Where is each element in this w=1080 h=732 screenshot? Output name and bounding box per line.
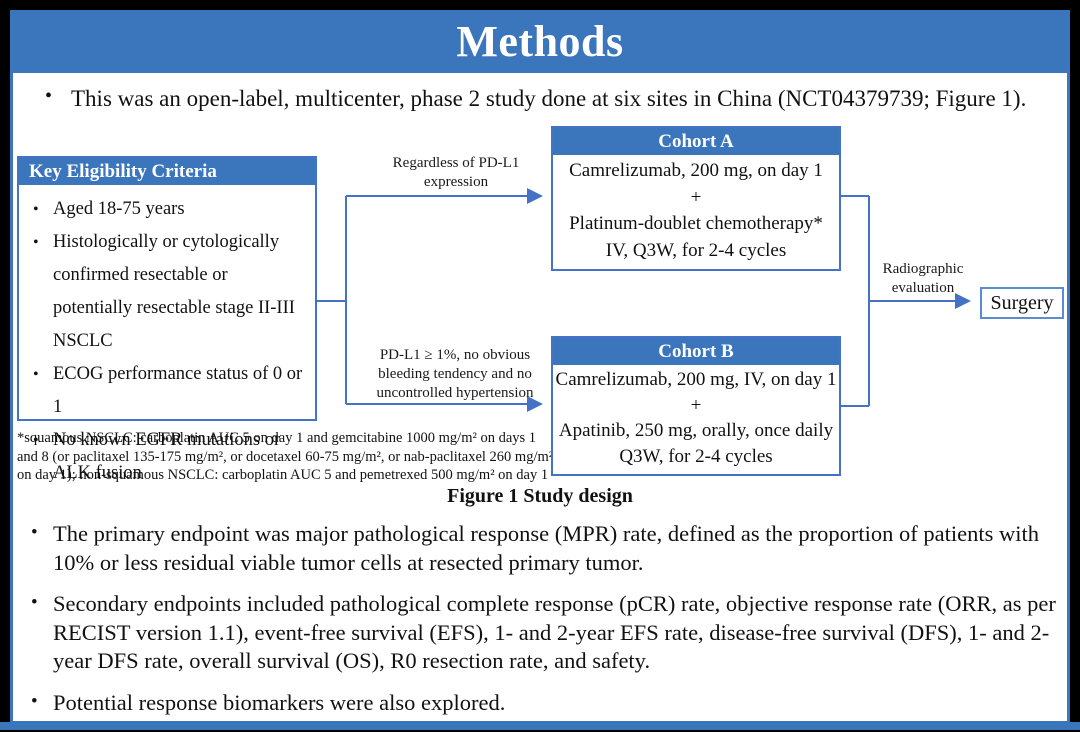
cohort-b-line: Camrelizumab, 200 mg, IV, on day 1	[555, 368, 837, 390]
cohort-b-body: Camrelizumab, 200 mg, IV, on day 1 + Apa…	[553, 365, 839, 472]
cohort-a-header: Cohort A	[553, 128, 839, 155]
bullet-dot-icon: •	[45, 85, 53, 107]
figure-caption: Figure 1 Study design	[447, 485, 633, 507]
eligibility-item: Histologically or cytologically confirme…	[19, 226, 311, 358]
cohort-b-line: Apatinib, 250 mg, orally, once daily	[558, 420, 834, 442]
branch-label-cohort-b: PD-L1 ≥ 1%, no obvious bleeding tendency…	[376, 347, 534, 401]
cohort-b-box: Cohort B Camrelizumab, 200 mg, IV, on da…	[551, 336, 841, 476]
eligibility-item: No known EGFR mutations or ALK fusion	[19, 424, 311, 490]
cohort-a-line: Platinum-doublet chemotherapy*	[569, 213, 823, 235]
surgery-box: Surgery	[980, 287, 1064, 319]
eligibility-list: Aged 18-75 years Histologically or cytol…	[19, 185, 315, 490]
cohort-a-line: Camrelizumab, 200 mg, on day 1	[569, 159, 823, 181]
cohort-a-line: IV, Q3W, for 2-4 cycles	[605, 240, 787, 262]
bullet-primary-endpoint: The primary endpoint was major pathologi…	[27, 519, 1061, 577]
intro-bullet: • This was an open-label, multicenter, p…	[41, 84, 1051, 113]
eligibility-item: ECOG performance status of 0 or 1	[19, 358, 311, 424]
plus-sign: +	[690, 394, 702, 416]
bullet-secondary-endpoints: Secondary endpoints included pathologica…	[27, 589, 1061, 676]
eligibility-header: Key Eligibility Criteria	[19, 158, 315, 185]
eligibility-box: Key Eligibility Criteria Aged 18-75 year…	[17, 156, 317, 483]
cohort-b-line: Q3W, for 2-4 cycles	[619, 446, 773, 468]
slide-title: Methods	[456, 17, 624, 66]
methods-slide: Methods • This was an open-label, multic…	[10, 10, 1070, 724]
bullet-biomarkers: Potential response biomarkers were also …	[27, 688, 1061, 718]
cohort-a-body: Camrelizumab, 200 mg, on day 1 + Platinu…	[553, 155, 839, 267]
cohort-b-header: Cohort B	[553, 338, 839, 365]
slide-title-bar: Methods	[10, 10, 1070, 73]
branch-label-cohort-a: Regardless of PD-L1 expression	[392, 155, 520, 190]
evaluation-label: Radiographic evaluation	[882, 261, 964, 296]
cohort-a-box: Cohort A Camrelizumab, 200 mg, on day 1 …	[551, 126, 841, 271]
eligibility-item: Aged 18-75 years	[19, 193, 311, 226]
plus-sign: +	[690, 186, 702, 208]
slide-footer-bar	[0, 722, 1080, 730]
intro-bullet-text: This was an open-label, multicenter, pha…	[71, 86, 1027, 111]
endpoint-bullets: The primary endpoint was major pathologi…	[27, 519, 1061, 730]
